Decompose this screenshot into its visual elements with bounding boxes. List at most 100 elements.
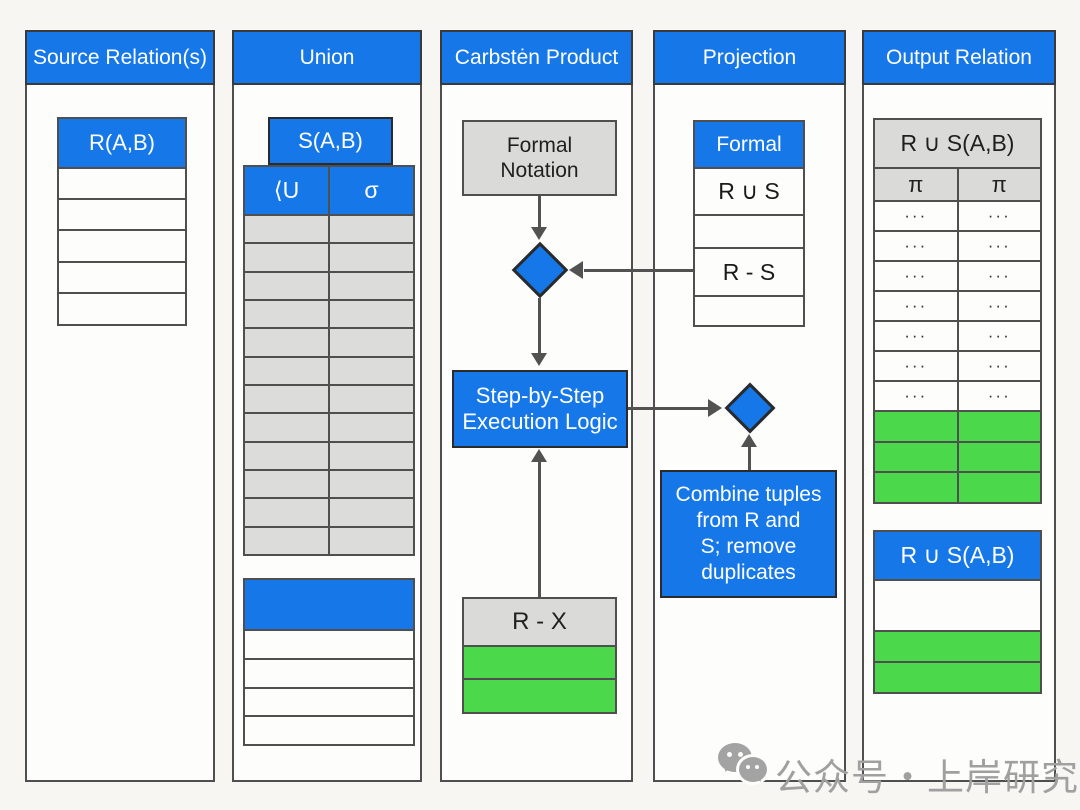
table-row: [245, 525, 413, 554]
column-title: Output Relation: [886, 45, 1032, 69]
table-cell: [328, 272, 413, 299]
table-cell: [245, 660, 413, 687]
table-cell: [695, 216, 803, 247]
column-header-projection: Projection: [653, 30, 846, 85]
arrow-left-icon: [569, 261, 583, 279]
table-cell: [328, 527, 413, 554]
relation-label-s: S(A,B): [268, 117, 393, 165]
table-cell: [875, 632, 1040, 661]
table-row: [464, 645, 615, 678]
table-header-cell: ⟨U: [245, 167, 328, 214]
table-cell: [59, 169, 185, 198]
watermark-text: 公众号・上岸研究员: [775, 757, 1079, 798]
table-cell: [464, 680, 615, 712]
table-row: R ∪ S: [695, 167, 803, 214]
column-title: Projection: [702, 45, 797, 69]
table-cell: [245, 301, 328, 327]
table-row: ······: [875, 260, 1040, 290]
rx-table: R - X: [462, 597, 617, 714]
rx-label: R - X: [512, 608, 567, 635]
table-row: [245, 497, 413, 526]
connector-line: [584, 269, 693, 272]
table-cell: [59, 200, 185, 229]
relation-name: S(A,B): [298, 128, 363, 153]
table-header-row: [245, 580, 413, 629]
table-row: [59, 198, 185, 229]
table-header-cell: Formal: [695, 122, 803, 167]
connector-line: [538, 196, 541, 229]
table-cell: [328, 442, 413, 469]
table-cell: [875, 581, 1040, 630]
table-header: Formal: [695, 122, 803, 167]
table-cell: [245, 358, 328, 384]
table-cell: [875, 663, 1040, 692]
step-logic-label: Step-by-Step Execution Logic: [462, 383, 618, 434]
formal-notation-box: Formal Notation: [462, 120, 617, 196]
table-row: [245, 242, 413, 271]
arrow-down-icon: [531, 353, 547, 366]
table-row: [245, 440, 413, 469]
union-result-table: [243, 578, 415, 746]
table-cell: [245, 499, 328, 525]
table-row: ······: [875, 200, 1040, 230]
table-row: [695, 295, 803, 325]
table-cell: [875, 473, 957, 502]
column-header-cartesian: Carbstėn Product: [440, 30, 633, 85]
combine-note-label: Combine tuples from R and S; remove dupl…: [675, 482, 822, 585]
table-row: R - S: [695, 247, 803, 295]
output-table-main: R ∪ S(A,B) π π ······ ······ ······ ····…: [873, 118, 1042, 504]
table-cell: ···: [904, 296, 928, 315]
table-row: [245, 686, 413, 716]
table-cell: R - S: [695, 249, 803, 295]
table-header-cell: π: [875, 169, 957, 200]
table-cell: [328, 244, 413, 271]
table-header-cell: π: [956, 169, 1041, 200]
chat-bubble-small: [739, 757, 767, 788]
table-row: ······: [875, 320, 1040, 350]
table-row: [875, 410, 1040, 441]
table-cell: [328, 385, 413, 413]
table-row: [875, 440, 1040, 472]
table-cell: [59, 294, 185, 324]
pi-symbol: π: [991, 171, 1007, 197]
table-cell: [328, 216, 413, 243]
table-row: [245, 468, 413, 498]
union-expression: R ∪ S: [718, 178, 780, 204]
column-title: Union: [299, 45, 355, 69]
table-title-cell: R ∪ S(A,B): [875, 532, 1040, 579]
table-row: [245, 657, 413, 687]
table-cell: [328, 329, 413, 356]
table-cell: ···: [956, 292, 1041, 320]
formal-label: Formal: [716, 132, 782, 156]
table-row: [245, 214, 413, 243]
table-cell: ···: [956, 262, 1041, 290]
table-cell: [59, 231, 185, 261]
relation-name: R(A,B): [89, 130, 155, 155]
connector-line: [538, 298, 541, 355]
column-header-union: Union: [232, 30, 422, 85]
table-cell: [328, 470, 413, 498]
connector-line: [628, 407, 710, 410]
table-row: ······: [875, 230, 1040, 260]
table-cell: ···: [956, 352, 1041, 380]
table-cell: [245, 528, 328, 554]
table-cell: [328, 357, 413, 384]
table-cell: [245, 414, 328, 440]
table-row: [464, 678, 615, 712]
table-row: [245, 629, 413, 658]
table-cell: ···: [956, 232, 1041, 260]
table-cell: [956, 473, 1041, 502]
column-header-output: Output Relation: [862, 30, 1056, 85]
pi-symbol: π: [908, 171, 924, 197]
table-cell: [245, 443, 328, 469]
table-row: [59, 292, 185, 324]
wechat-icon: [718, 742, 772, 794]
formal-notation-label: Formal Notation: [500, 133, 579, 182]
table-cell: [328, 300, 413, 328]
arrow-down-icon: [531, 227, 547, 240]
table-header-row: π π: [875, 167, 1040, 200]
table-cell: [245, 717, 413, 744]
arrow-up-icon: [741, 434, 757, 447]
table-cell: [875, 412, 957, 441]
